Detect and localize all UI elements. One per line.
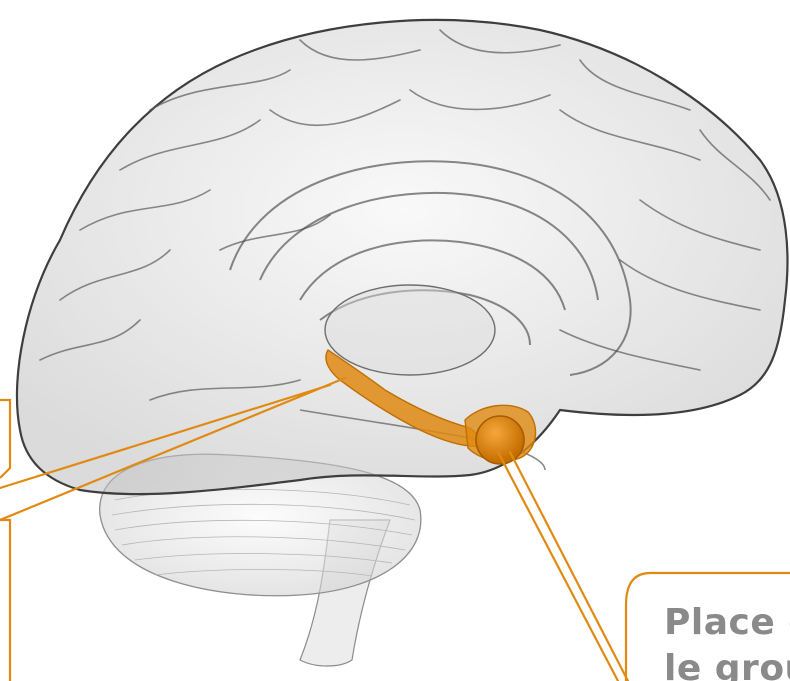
callout-line-1: Place c [664,600,790,646]
left-callout-frame [0,400,10,681]
callout-label: Place c le grou [664,600,790,681]
cerebrum-outline [17,20,788,494]
callout-line-2: le grou [664,646,790,681]
thalamus-shape [325,285,495,375]
